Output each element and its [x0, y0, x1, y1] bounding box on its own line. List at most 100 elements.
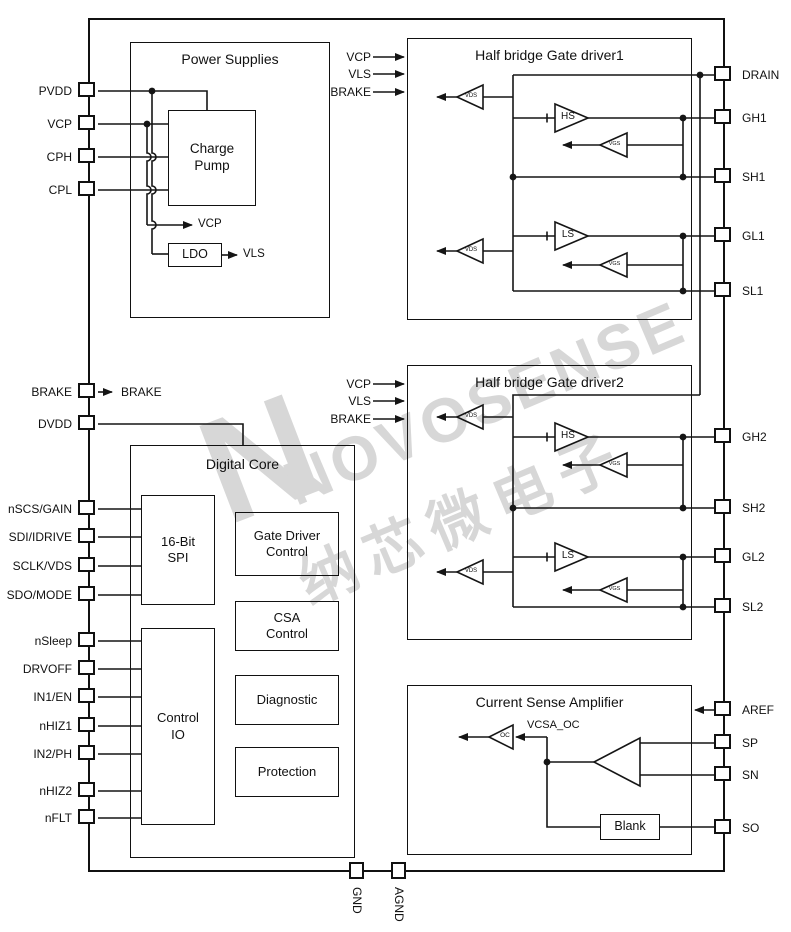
pin-label-sdo-mode: SDO/MODE: [6, 588, 72, 602]
charge-pump-box: Charge Pump: [168, 110, 256, 206]
brake-internal-label: BRAKE: [121, 385, 162, 399]
csa-control-box: CSA Control: [235, 601, 339, 651]
pin-in2-ph: [78, 745, 95, 760]
pin-label-sp: SP: [742, 736, 759, 750]
digital-core-title: Digital Core: [205, 456, 280, 472]
pin-label-pvdd: PVDD: [38, 84, 72, 98]
hs2-text: HS: [561, 430, 575, 441]
gate-driver1-title: Half bridge Gate driver1: [475, 47, 624, 63]
protection-box: Protection: [235, 747, 339, 797]
pin-gh2: [714, 428, 731, 443]
pin-sh2: [714, 499, 731, 514]
pin-sdi-idrive: [78, 528, 95, 543]
pin-label-gh1: GH1: [742, 111, 767, 125]
pin-label-brake: BRAKE: [31, 385, 72, 399]
pin-label-agnd: AGND: [392, 887, 406, 922]
driver2-vcp-input-label: VCP: [346, 377, 371, 391]
ls2-text: LS: [561, 550, 575, 561]
diagnostic-box: Diagnostic: [235, 675, 339, 725]
pin-nsleep: [78, 632, 95, 647]
pin-label-nflt: nFLT: [44, 811, 72, 825]
pin-label-vcp: VCP: [47, 117, 72, 131]
pin-sn: [714, 766, 731, 781]
pin-label-gh2: GH2: [742, 430, 767, 444]
pin-gl2: [714, 548, 731, 563]
pin-so: [714, 819, 731, 834]
driver1-brake-input-label: BRAKE: [330, 85, 371, 99]
driver2-brake-input-label: BRAKE: [330, 412, 371, 426]
hs1-text: HS: [561, 111, 575, 122]
pin-sh1: [714, 168, 731, 183]
pin-label-in2-ph: IN2/PH: [33, 747, 72, 761]
vds1a-text: VDS: [464, 93, 478, 99]
pin-label-sdi-idrive: SDI/IDRIVE: [8, 530, 72, 544]
vgs2b-text: VGS: [608, 586, 621, 592]
vgs2a-text: VGS: [608, 461, 621, 467]
pin-sclk-vds: [78, 557, 95, 572]
pin-label-nhiz2: nHIZ2: [39, 784, 72, 798]
driver1-vls-input-label: VLS: [348, 67, 371, 81]
driver2-vls-input-label: VLS: [348, 394, 371, 408]
pin-label-sl1: SL1: [742, 284, 764, 298]
current-sense-amplifier-title: Current Sense Amplifier: [475, 694, 624, 710]
pin-vcp: [78, 115, 95, 130]
pin-cpl: [78, 181, 95, 196]
spi-box: 16-Bit SPI: [141, 495, 215, 605]
power-supplies-title: Power Supplies: [181, 51, 279, 67]
vgs1a-text: VGS: [608, 141, 621, 147]
pin-sdo-mode: [78, 586, 95, 601]
pin-pvdd: [78, 82, 95, 97]
pin-dvdd: [78, 415, 95, 430]
vls-net-label: VLS: [243, 248, 265, 260]
pin-label-sclk-vds: SCLK/VDS: [12, 559, 72, 573]
vgs1b-text: VGS: [608, 261, 621, 267]
pin-label-sh1: SH1: [742, 170, 766, 184]
chip-boundary: [88, 18, 725, 872]
pin-label-gnd: GND: [350, 887, 364, 914]
pin-label-sl2: SL2: [742, 600, 764, 614]
gate-driver-control-box: Gate Driver Control: [235, 512, 339, 576]
pin-gnd: [349, 862, 364, 879]
pin-label-so: SO: [742, 821, 760, 835]
pin-sl1: [714, 282, 731, 297]
gate-driver2-block: Half bridge Gate driver2: [407, 365, 692, 640]
pin-label-cph: CPH: [46, 150, 72, 164]
pin-brake: [78, 383, 95, 398]
pin-label-cpl: CPL: [48, 183, 72, 197]
pin-in1-en: [78, 688, 95, 703]
pin-label-gl1: GL1: [742, 229, 765, 243]
pin-nflt: [78, 809, 95, 824]
pin-label-aref: AREF: [742, 703, 775, 717]
vds2a-text: VDS: [464, 413, 478, 419]
pin-gh1: [714, 109, 731, 124]
pin-label-sn: SN: [742, 768, 759, 782]
pin-label-nhiz1: nHIZ1: [39, 719, 72, 733]
pin-label-dvdd: DVDD: [37, 417, 72, 431]
power-supplies-block: Power Supplies: [130, 42, 330, 318]
pin-cph: [78, 148, 95, 163]
control-io-box: Control IO: [141, 628, 215, 825]
pin-nhiz2: [78, 782, 95, 797]
ls1-text: LS: [561, 229, 575, 240]
driver1-vcp-input-label: VCP: [346, 50, 371, 64]
pin-label-drain: DRAIN: [742, 68, 780, 82]
vds2b-text: VDS: [464, 568, 478, 574]
pin-label-nscs-gain: nSCS/GAIN: [7, 502, 72, 516]
oc-text: OC: [500, 732, 510, 739]
pin-drvoff: [78, 660, 95, 675]
pin-sp: [714, 734, 731, 749]
pin-sl2: [714, 598, 731, 613]
vcsa-oc-label: VCSA_OC: [527, 719, 580, 731]
pin-nhiz1: [78, 717, 95, 732]
pin-agnd: [391, 862, 406, 879]
pin-label-drvoff: DRVOFF: [22, 662, 72, 676]
vcp-net-label: VCP: [198, 218, 222, 230]
pin-label-gl2: GL2: [742, 550, 765, 564]
pin-label-nsleep: nSleep: [34, 634, 72, 648]
ldo-box: LDO: [168, 243, 222, 267]
pin-nscs-gain: [78, 500, 95, 515]
gate-driver2-title: Half bridge Gate driver2: [475, 374, 624, 390]
pin-drain: [714, 66, 731, 81]
gate-driver1-block: Half bridge Gate driver1: [407, 38, 692, 320]
